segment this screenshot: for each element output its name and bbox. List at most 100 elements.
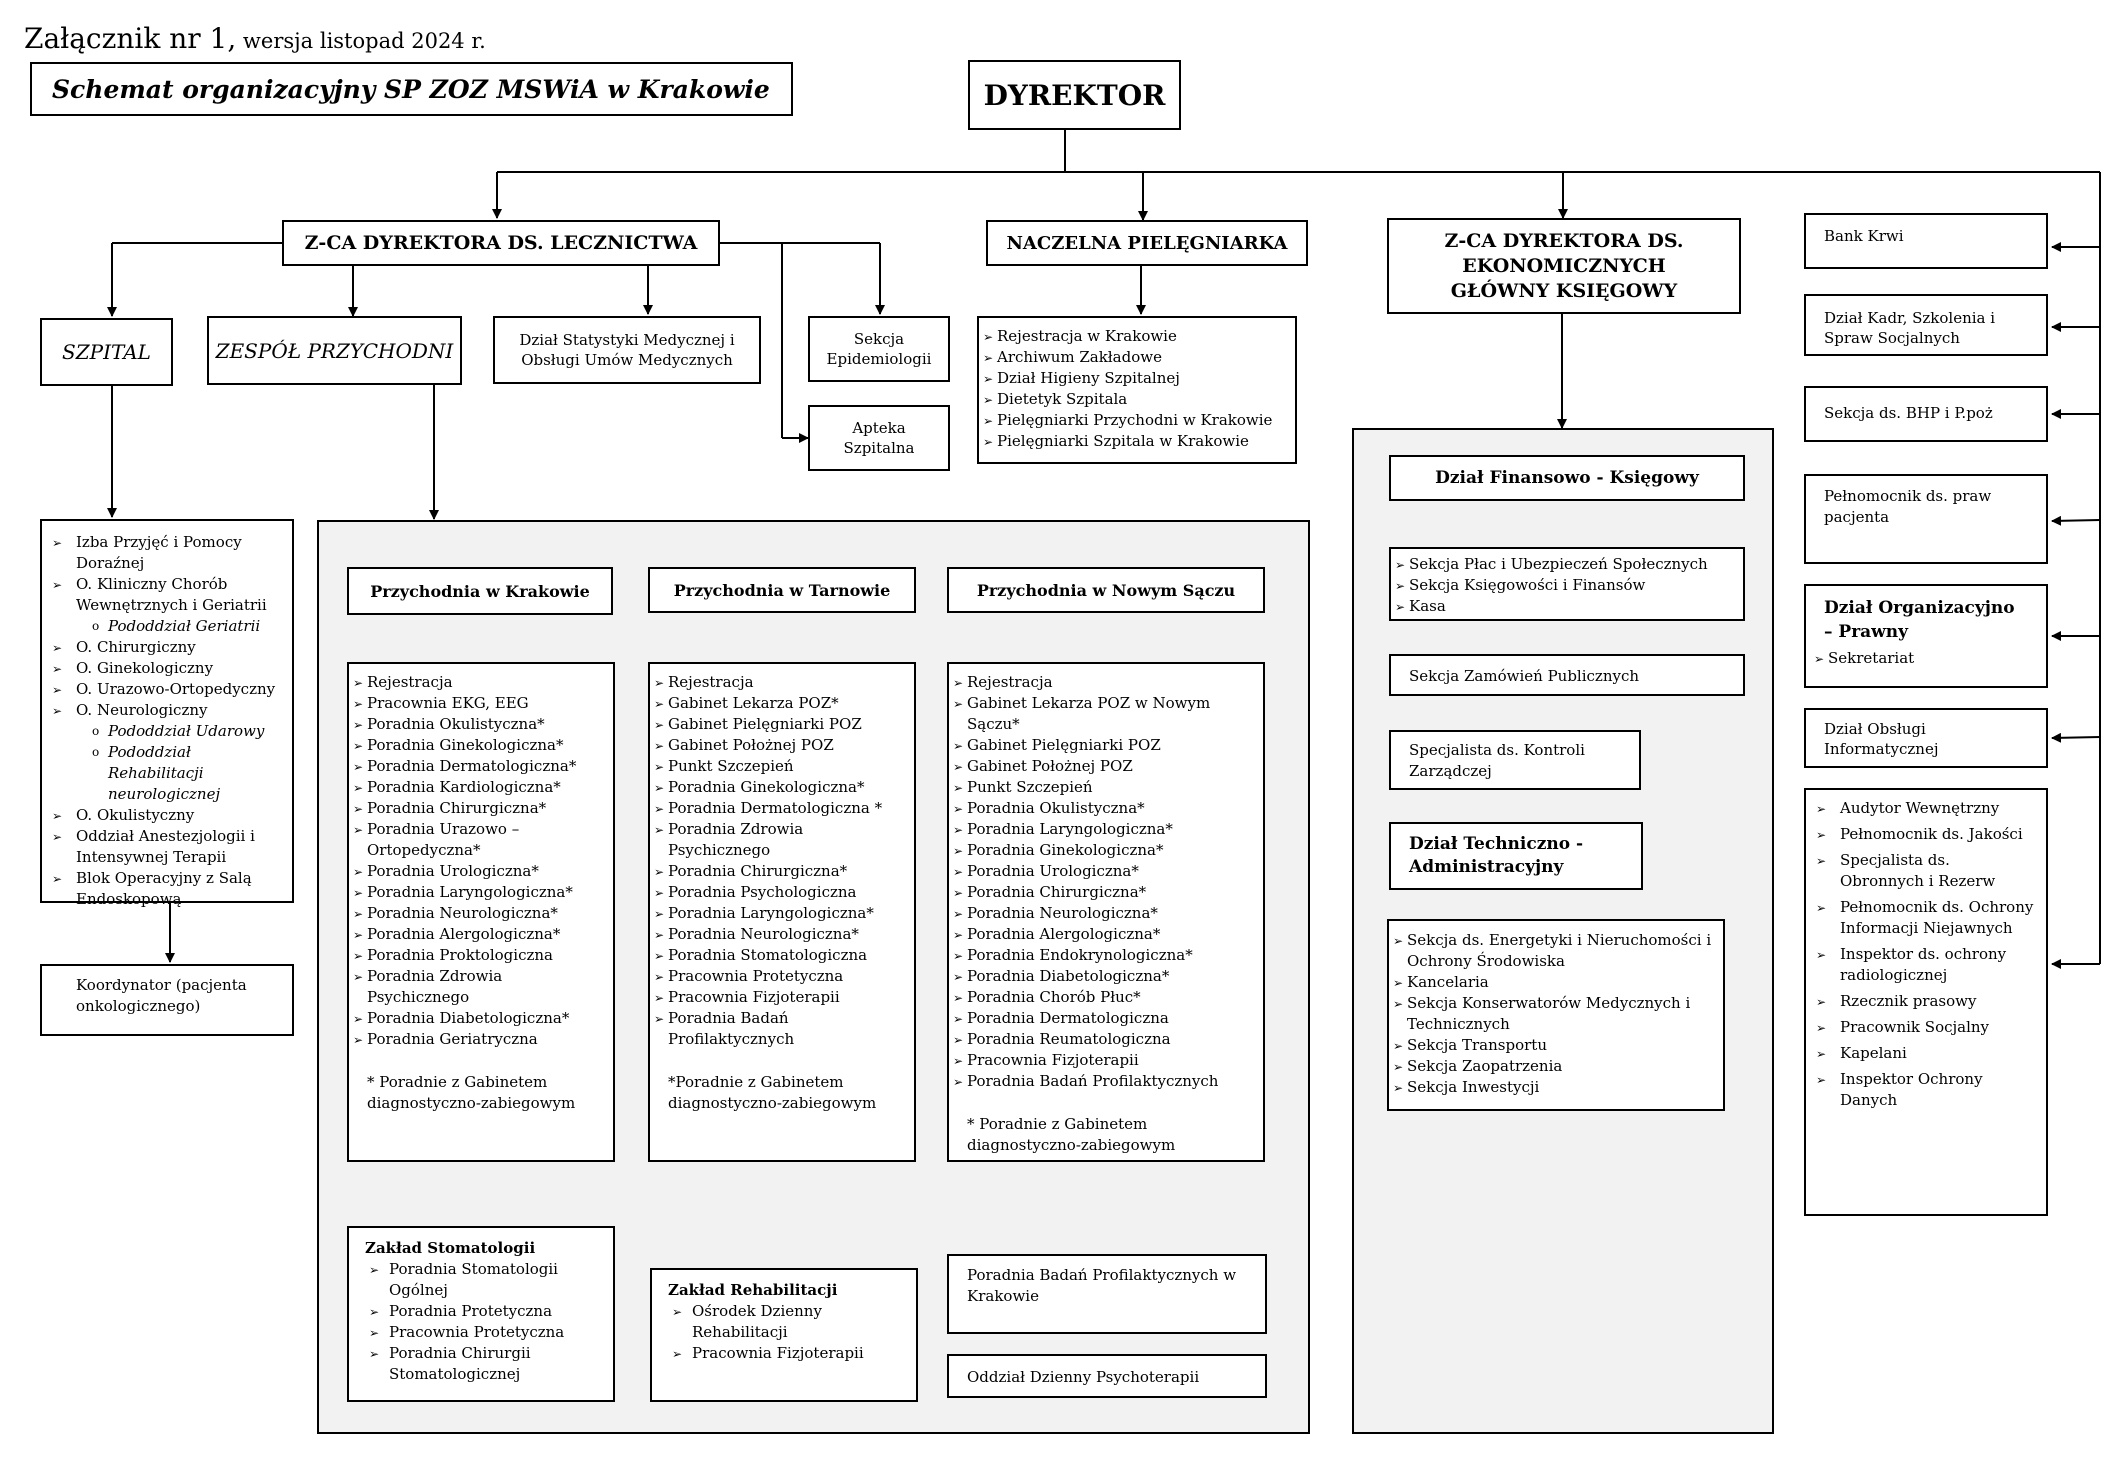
zamowienia-label: Sekcja Zamówień Publicznych [1409, 667, 1640, 685]
nowy-sacz-list-item: Poradnia Chorób Płuc* [953, 987, 1259, 1009]
stomatologia-list-item: Poradnia Stomatologii Ogólnej [369, 1259, 597, 1301]
nowy-sacz-list-item: Poradnia Dermatologiczna [953, 1008, 1259, 1030]
stomatologia-list-item: Poradnia Protetyczna [369, 1301, 597, 1323]
others-box: Audytor WewnętrznyPełnomocnik ds. Jakośc… [1804, 788, 2048, 1216]
krakow-list-item: Poradnia Ginekologiczna* [353, 735, 609, 757]
tarnow-list-item: Punkt Szczepień [654, 756, 910, 778]
koordynator-box: Koordynator (pacjenta onkologicznego) [40, 964, 294, 1036]
kontrola-label: Specjalista ds. Kontroli Zarządczej [1409, 741, 1585, 780]
krakow-list-item: Poradnia Alergologiczna* [353, 924, 609, 946]
tarnow-list: RejestracjaGabinet Lekarza POZ*Gabinet P… [654, 672, 910, 1050]
krakow-list-item: Poradnia Neurologiczna* [353, 903, 609, 925]
apteka-box: Apteka Szpitalna [808, 405, 950, 471]
szpital-list-item: Izba Przyjęć i Pomocy Doraźnej [52, 532, 282, 574]
nowy-sacz-title: Przychodnia w Nowym Sączu [976, 580, 1236, 600]
krakow-note: * Poradnie z Gabinetem diagnostyczno-zab… [367, 1073, 576, 1112]
rehabilitacja-box: Zakład Rehabilitacji Ośrodek Dzienny Reh… [650, 1268, 918, 1402]
nurse-list-item: Dietetyk Szpitala [983, 389, 1291, 411]
finanse-list-item: Sekcja Księgowości i Finansów [1395, 575, 1739, 597]
tarnow-list-item: Poradnia Laryngologiczna* [654, 903, 910, 925]
tarnow-list-box: RejestracjaGabinet Lekarza POZ*Gabinet P… [648, 662, 916, 1162]
nurse-list: Rejestracja w KrakowieArchiwum Zakładowe… [983, 326, 1291, 453]
techniczny-list: Sekcja ds. Energetyki i Nieruchomości i … [1393, 930, 1719, 1099]
nurse-list-item: Dział Higieny Szpitalnej [983, 368, 1291, 390]
zespol-box: ZESPÓŁ PRZYCHODNI [207, 316, 462, 385]
rzecznik-praw-label: Pełnomocnik ds. praw pacjenta [1824, 487, 1992, 526]
tarnow-list-item: Poradnia Dermatologiczna * [654, 798, 910, 820]
others-list-item: Pracownik Socjalny [1816, 1017, 2036, 1039]
krakow-list-item: Rejestracja [353, 672, 609, 694]
director-label: DYREKTOR [983, 78, 1166, 112]
badania-krakow-label: Poradnia Badań Profilaktycznych w Krakow… [967, 1266, 1237, 1305]
finanse-list-item: Kasa [1395, 596, 1739, 618]
finanse-header: Dział Finansowo - Księgowy [1389, 455, 1745, 501]
finanse-list: Sekcja Płac i Ubezpieczeń SpołecznychSek… [1395, 554, 1739, 618]
others-list-item: Inspektor ds. ochrony radiologicznej [1816, 944, 2036, 986]
tarnow-list-item: Poradnia Ginekologiczna* [654, 777, 910, 799]
nowy-sacz-header: Przychodnia w Nowym Sączu [947, 567, 1265, 613]
krakow-list-item: Poradnia Kardiologiczna* [353, 777, 609, 799]
bank-krwi-label: Bank Krwi [1824, 227, 1904, 245]
stomatologia-title: Zakład Stomatologii [365, 1239, 536, 1257]
statystyka-box: Dział Statystyki Medycznej i Obsługi Umó… [493, 316, 761, 384]
tarnow-note: *Poradnie z Gabinetem diagnostyczno-zabi… [668, 1073, 877, 1112]
krakow-list-item: Poradnia Urologiczna* [353, 861, 609, 883]
nowy-sacz-list-item: Poradnia Badań Profilaktycznych [953, 1071, 1259, 1093]
nowy-sacz-list-item: Rejestracja [953, 672, 1259, 694]
bhp-label: Sekcja ds. BHP i P.poż [1824, 404, 1993, 422]
szpital-list-box: Izba Przyjęć i Pomocy DoraźnejO. Klinicz… [40, 519, 294, 908]
nurse-list-item: Rejestracja w Krakowie [983, 326, 1291, 348]
others-list: Audytor WewnętrznyPełnomocnik ds. Jakośc… [1816, 798, 2036, 1111]
nowy-sacz-list: RejestracjaGabinet Lekarza POZ w Nowym S… [953, 672, 1259, 1093]
nowy-sacz-list-item: Gabinet Położnej POZ [953, 756, 1259, 778]
annex-version: wersja listopad 2024 r. [236, 29, 486, 53]
organizacyjny-list: Sekretariat [1814, 648, 2028, 670]
krakow-list-item: Poradnia Chirurgiczna* [353, 798, 609, 820]
krakow-list-item: Poradnia Diabetologiczna* [353, 1008, 609, 1030]
tarnow-list-item: Pracownia Fizjoterapii [654, 987, 910, 1009]
nowy-sacz-list-item: Poradnia Neurologiczna* [953, 903, 1259, 925]
tarnow-title: Przychodnia w Tarnowie [673, 580, 891, 600]
finanse-list-item: Sekcja Płac i Ubezpieczeń Społecznych [1395, 554, 1739, 576]
nowy-sacz-list-item: Gabinet Lekarza POZ w Nowym Sączu* [953, 693, 1259, 735]
techniczny-list-item: Sekcja Transportu [1393, 1035, 1719, 1057]
szpital-list-item: Pododdział Geriatrii [52, 616, 282, 637]
informatyka-box: Dział Obsługi Informatycznej [1804, 708, 2048, 768]
koordynator-label: Koordynator (pacjenta onkologicznego) [76, 976, 247, 1015]
szpital-list-item: O. Chirurgiczny [52, 637, 282, 659]
krakow-list: RejestracjaPracownia EKG, EEGPoradnia Ok… [353, 672, 609, 1051]
krakow-list-item: Poradnia Zdrowia Psychicznego [353, 966, 609, 1008]
nowy-sacz-list-item: Poradnia Chirurgiczna* [953, 882, 1259, 904]
finanse-title: Dział Finansowo - Księgowy [1435, 468, 1699, 488]
krakow-list-item: Poradnia Okulistyczna* [353, 714, 609, 736]
kontrola-box: Specjalista ds. Kontroli Zarządczej [1389, 730, 1641, 790]
tarnow-list-item: Poradnia Badań Profilaktycznych [654, 1008, 910, 1050]
others-list-item: Kapelani [1816, 1043, 2036, 1065]
annex-label: Załącznik nr 1, wersja listopad 2024 r. [24, 22, 486, 55]
szpital-list-item: Pododdział Rehabilitacji neurologicznej [52, 742, 282, 805]
krakow-list-box: RejestracjaPracownia EKG, EEGPoradnia Ok… [347, 662, 615, 1162]
kadry-box: Dział Kadr, Szkolenia i Spraw Socjalnych [1804, 294, 2048, 356]
zespol-label: ZESPÓŁ PRZYCHODNI [215, 338, 454, 363]
statystyka-label: Dział Statystyki Medycznej i Obsługi Umó… [519, 331, 735, 369]
szpital-list-item: Pododdział Udarowy [52, 721, 282, 742]
nowy-sacz-list-item: Gabinet Pielęgniarki POZ [953, 735, 1259, 757]
techniczny-list-item: Sekcja Konserwatorów Medycznych i Techni… [1393, 993, 1719, 1035]
techniczny-list-item: Sekcja Inwestycji [1393, 1077, 1719, 1099]
szpital-list-item: O. Okulistyczny [52, 805, 282, 827]
nowy-sacz-list-box: RejestracjaGabinet Lekarza POZ w Nowym S… [947, 662, 1265, 1162]
head-nurse-label: NACZELNA PIELĘGNIARKA [1006, 232, 1288, 254]
szpital-box: SZPITAL [40, 318, 173, 386]
head-nurse-box: NACZELNA PIELĘGNIARKA [986, 220, 1308, 266]
rehabilitacja-list-item: Ośrodek Dzienny Rehabilitacji [672, 1301, 900, 1343]
others-list-item: Pełnomocnik ds. Ochrony Informacji Nieja… [1816, 897, 2036, 939]
organizacyjny-box: Dział Organizacyjno – Prawny Sekretariat [1804, 584, 2048, 688]
krakow-list-item: Pracownia EKG, EEG [353, 693, 609, 715]
stomatologia-box: Zakład Stomatologii Poradnia Stomatologi… [347, 1226, 615, 1402]
deputy-economic-label: Z-CA DYREKTORA DS. EKONOMICZNYCH GŁÓWNY … [1444, 229, 1684, 302]
deputy-economic-box: Z-CA DYREKTORA DS. EKONOMICZNYCH GŁÓWNY … [1387, 218, 1741, 314]
tarnow-list-item: Gabinet Lekarza POZ* [654, 693, 910, 715]
nurse-list-item: Pielęgniarki Szpitala w Krakowie [983, 431, 1291, 453]
stomatologia-list-item: Poradnia Chirurgii Stomatologicznej [369, 1343, 597, 1385]
krakow-list-item: Poradnia Laryngologiczna* [353, 882, 609, 904]
